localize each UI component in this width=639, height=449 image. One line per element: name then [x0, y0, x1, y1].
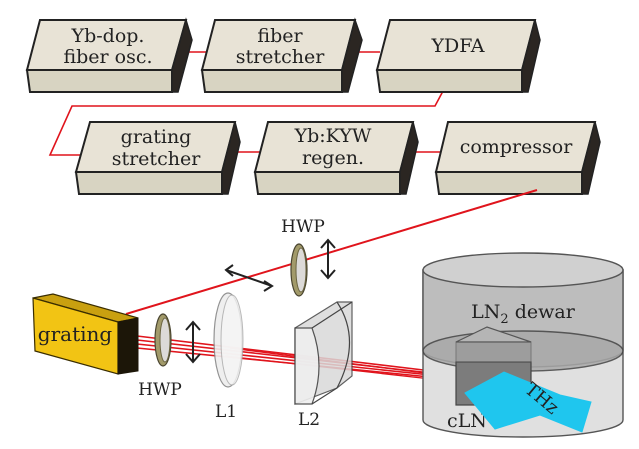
block-fiber-stretcher-line2: stretcher [236, 46, 325, 68]
grating: grating [32, 293, 139, 375]
block-grating-stretcher-line2: stretcher [112, 148, 201, 170]
block-ydfa-label: YDFA [430, 35, 484, 57]
beam-split-3 [136, 343, 441, 377]
block-grating-stretcher-line1: grating [121, 126, 192, 148]
vertical-rotation-arrow-bottom [185, 320, 201, 364]
lens-l2-label: L2 [298, 410, 320, 430]
hwp-bottom: HWP [138, 313, 182, 400]
block-ydfa: YDFA [375, 19, 541, 93]
hwp-top-label: HWP [281, 217, 325, 237]
hwp-top: HWP [281, 217, 325, 297]
block-fiber-stretcher: fiber stretcher [200, 17, 363, 93]
laser-beams [125, 189, 538, 381]
lens-l1: L1 [213, 292, 244, 422]
translation-arrow [224, 264, 274, 292]
block-regen-line1: Yb:KYW [294, 125, 372, 147]
lens-l1-label: L1 [215, 402, 237, 422]
block-compressor: compressor [434, 121, 601, 195]
hwp-bottom-label: HWP [138, 380, 182, 400]
block-grating-stretcher: grating stretcher [74, 121, 241, 195]
dewar-label-subscript: 2 [500, 312, 508, 327]
crystal-label: cLN [447, 410, 487, 432]
block-fiber-stretcher-line1: fiber [257, 25, 303, 47]
block-oscillator: Yb-dop. fiber osc. [25, 17, 193, 93]
dewar-label-prefix: LN [471, 301, 500, 323]
beam-split-1 [136, 335, 441, 373]
block-regen: Yb:KYW regen. [253, 121, 419, 195]
block-oscillator-line1: Yb-dop. [71, 25, 145, 47]
lens-l2: L2 [294, 301, 353, 430]
dewar-label: LN2 dewar [471, 301, 576, 327]
vertical-rotation-arrow-top [320, 238, 336, 280]
link-ydfa-gstretch [48, 77, 451, 156]
block-compressor-label: compressor [460, 136, 574, 158]
beam-compressor-to-grating [125, 189, 538, 315]
block-oscillator-line2: fiber osc. [63, 46, 152, 68]
dewar-label-suffix: dewar [509, 301, 576, 323]
grating-label: grating [38, 322, 113, 346]
block-regen-line2: regen. [302, 147, 364, 169]
